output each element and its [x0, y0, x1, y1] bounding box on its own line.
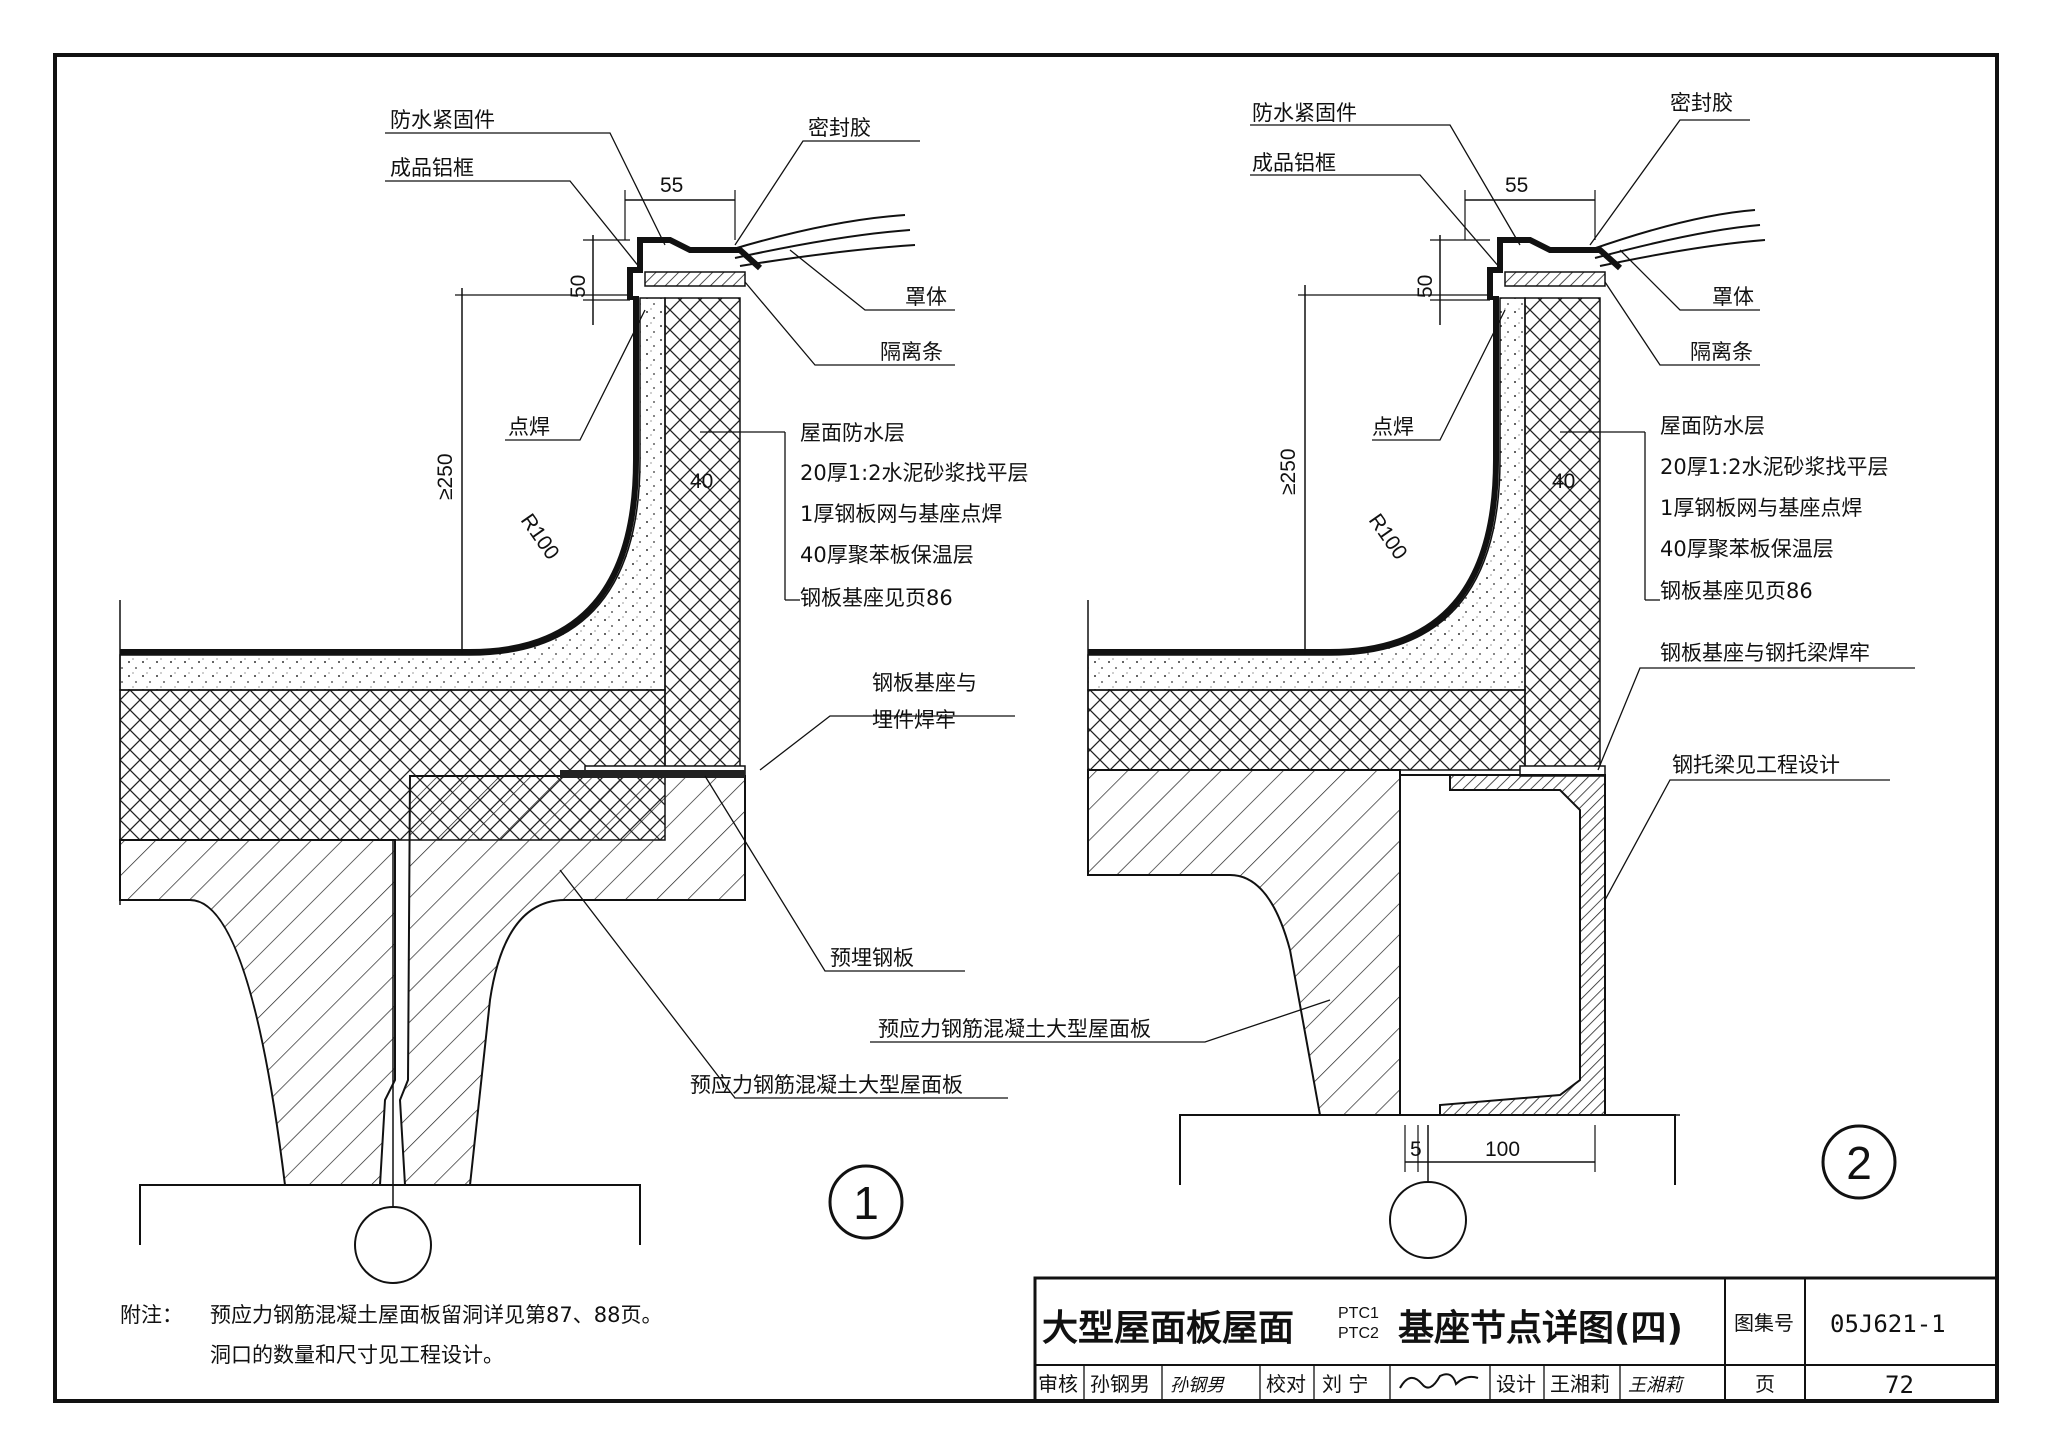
checker-signature [1399, 1373, 1479, 1389]
note-prefix: 附注： [120, 1303, 183, 1327]
designer-signature: 王湘莉 [1628, 1375, 1685, 1396]
label-mesh-1: 1厚钢板网与基座点焊 [800, 502, 1002, 526]
label-base-2: 钢板基座见页86 [1660, 579, 1813, 603]
title-part-a: 大型屋面板屋面 [1042, 1308, 1294, 1349]
label-weld-embed-1b: 埋件焊牢 [872, 708, 956, 732]
label-cover-1: 罩体 [905, 285, 947, 309]
label-slab-2: 预应力钢筋混凝土大型屋面板 [878, 1017, 1151, 1041]
check-label: 校对 [1266, 1372, 1306, 1396]
dim2-100: 100 [1485, 1138, 1520, 1161]
label-mortar-1: 20厚1:2水泥砂浆找平层 [800, 461, 1029, 485]
dim-r100: R100 [516, 510, 564, 564]
title-ptc1: PTC1 [1338, 1305, 1379, 1322]
page-number: 72 [1885, 1371, 1914, 1399]
reviewer-name: 孙钢男 [1090, 1372, 1150, 1396]
note-line-1: 预应力钢筋混凝土屋面板留洞详见第87、88页。 [210, 1303, 662, 1327]
label-weld-beam-2: 钢板基座与钢托梁焊牢 [1660, 641, 1870, 665]
label-spot-weld-2: 点焊 [1372, 415, 1414, 439]
dim-55: 55 [660, 174, 683, 197]
page-label: 页 [1755, 1372, 1775, 1396]
reviewer-signature: 孙钢男 [1170, 1375, 1225, 1396]
label-cover-2: 罩体 [1712, 285, 1754, 309]
dim-250: ≥250 [434, 453, 457, 500]
label-embed-plate-1: 预埋钢板 [830, 946, 914, 970]
notes: 附注： 预应力钢筋混凝土屋面板留洞详见第87、88页。 洞口的数量和尺寸见工程设… [120, 1303, 662, 1367]
label-waterproof-1: 屋面防水层 [800, 421, 905, 445]
dim2-50: 50 [1414, 275, 1437, 298]
label-fastener-1: 防水紧固件 [390, 108, 495, 132]
title-part-b: 基座节点详图(四) [1398, 1308, 1683, 1349]
dim2-5: 5 [1410, 1138, 1422, 1161]
label-frame-1: 成品铝框 [390, 156, 474, 180]
dim2-250: ≥250 [1277, 448, 1300, 495]
label-insulation-2: 40厚聚苯板保温层 [1660, 537, 1834, 561]
dim2-55: 55 [1505, 174, 1528, 197]
dim-50: 50 [567, 275, 590, 298]
label-mesh-2: 1厚钢板网与基座点焊 [1660, 496, 1862, 520]
label-fastener-2: 防水紧固件 [1252, 101, 1357, 125]
note-line-2: 洞口的数量和尺寸见工程设计。 [210, 1343, 504, 1367]
atlas-number: 05J621-1 [1830, 1310, 1946, 1338]
dim2-r100: R100 [1364, 510, 1412, 564]
label-sealant-2: 密封胶 [1670, 91, 1733, 115]
design-label: 设计 [1496, 1372, 1536, 1396]
sheet-border [53, 53, 1999, 1403]
review-label: 审核 [1038, 1372, 1078, 1396]
detail-2: 55 50 ≥250 40 R100 5 100 防水紧固件 成品铝框 密封胶 … [870, 91, 1915, 1259]
title-block: 大型屋面板屋面 PTC1 PTC2 基座节点详图(四) 图集号 05J621-1… [1033, 1276, 1999, 1403]
label-insulation-1: 40厚聚苯板保温层 [800, 543, 974, 567]
dim-40: 40 [690, 470, 713, 493]
label-waterproof-2: 屋面防水层 [1660, 414, 1765, 438]
label-slab-1: 预应力钢筋混凝土大型屋面板 [690, 1073, 963, 1097]
label-weld-embed-1a: 钢板基座与 [872, 671, 977, 695]
dim2-40: 40 [1552, 470, 1575, 493]
label-sealant-1: 密封胶 [808, 116, 871, 140]
detail-number-1: 1 [853, 1177, 879, 1229]
label-frame-2: 成品铝框 [1252, 151, 1336, 175]
label-mortar-2: 20厚1:2水泥砂浆找平层 [1660, 455, 1889, 479]
detail-1: 55 50 ≥250 40 R100 防水紧固件 成品铝框 密封胶 罩体 隔离条… [119, 108, 1029, 1284]
label-isolation-2: 隔离条 [1690, 340, 1753, 364]
detail-number-2: 2 [1846, 1137, 1872, 1189]
checker-name: 刘 宁 [1322, 1372, 1368, 1396]
label-spot-weld-1: 点焊 [508, 415, 550, 439]
label-isolation-1: 隔离条 [880, 340, 943, 364]
label-beam-2: 钢托梁见工程设计 [1672, 753, 1840, 777]
title-ptc2: PTC2 [1338, 1325, 1379, 1342]
designer-name: 王湘莉 [1550, 1372, 1610, 1396]
atlas-label: 图集号 [1734, 1311, 1794, 1335]
label-base-1: 钢板基座见页86 [800, 586, 953, 610]
